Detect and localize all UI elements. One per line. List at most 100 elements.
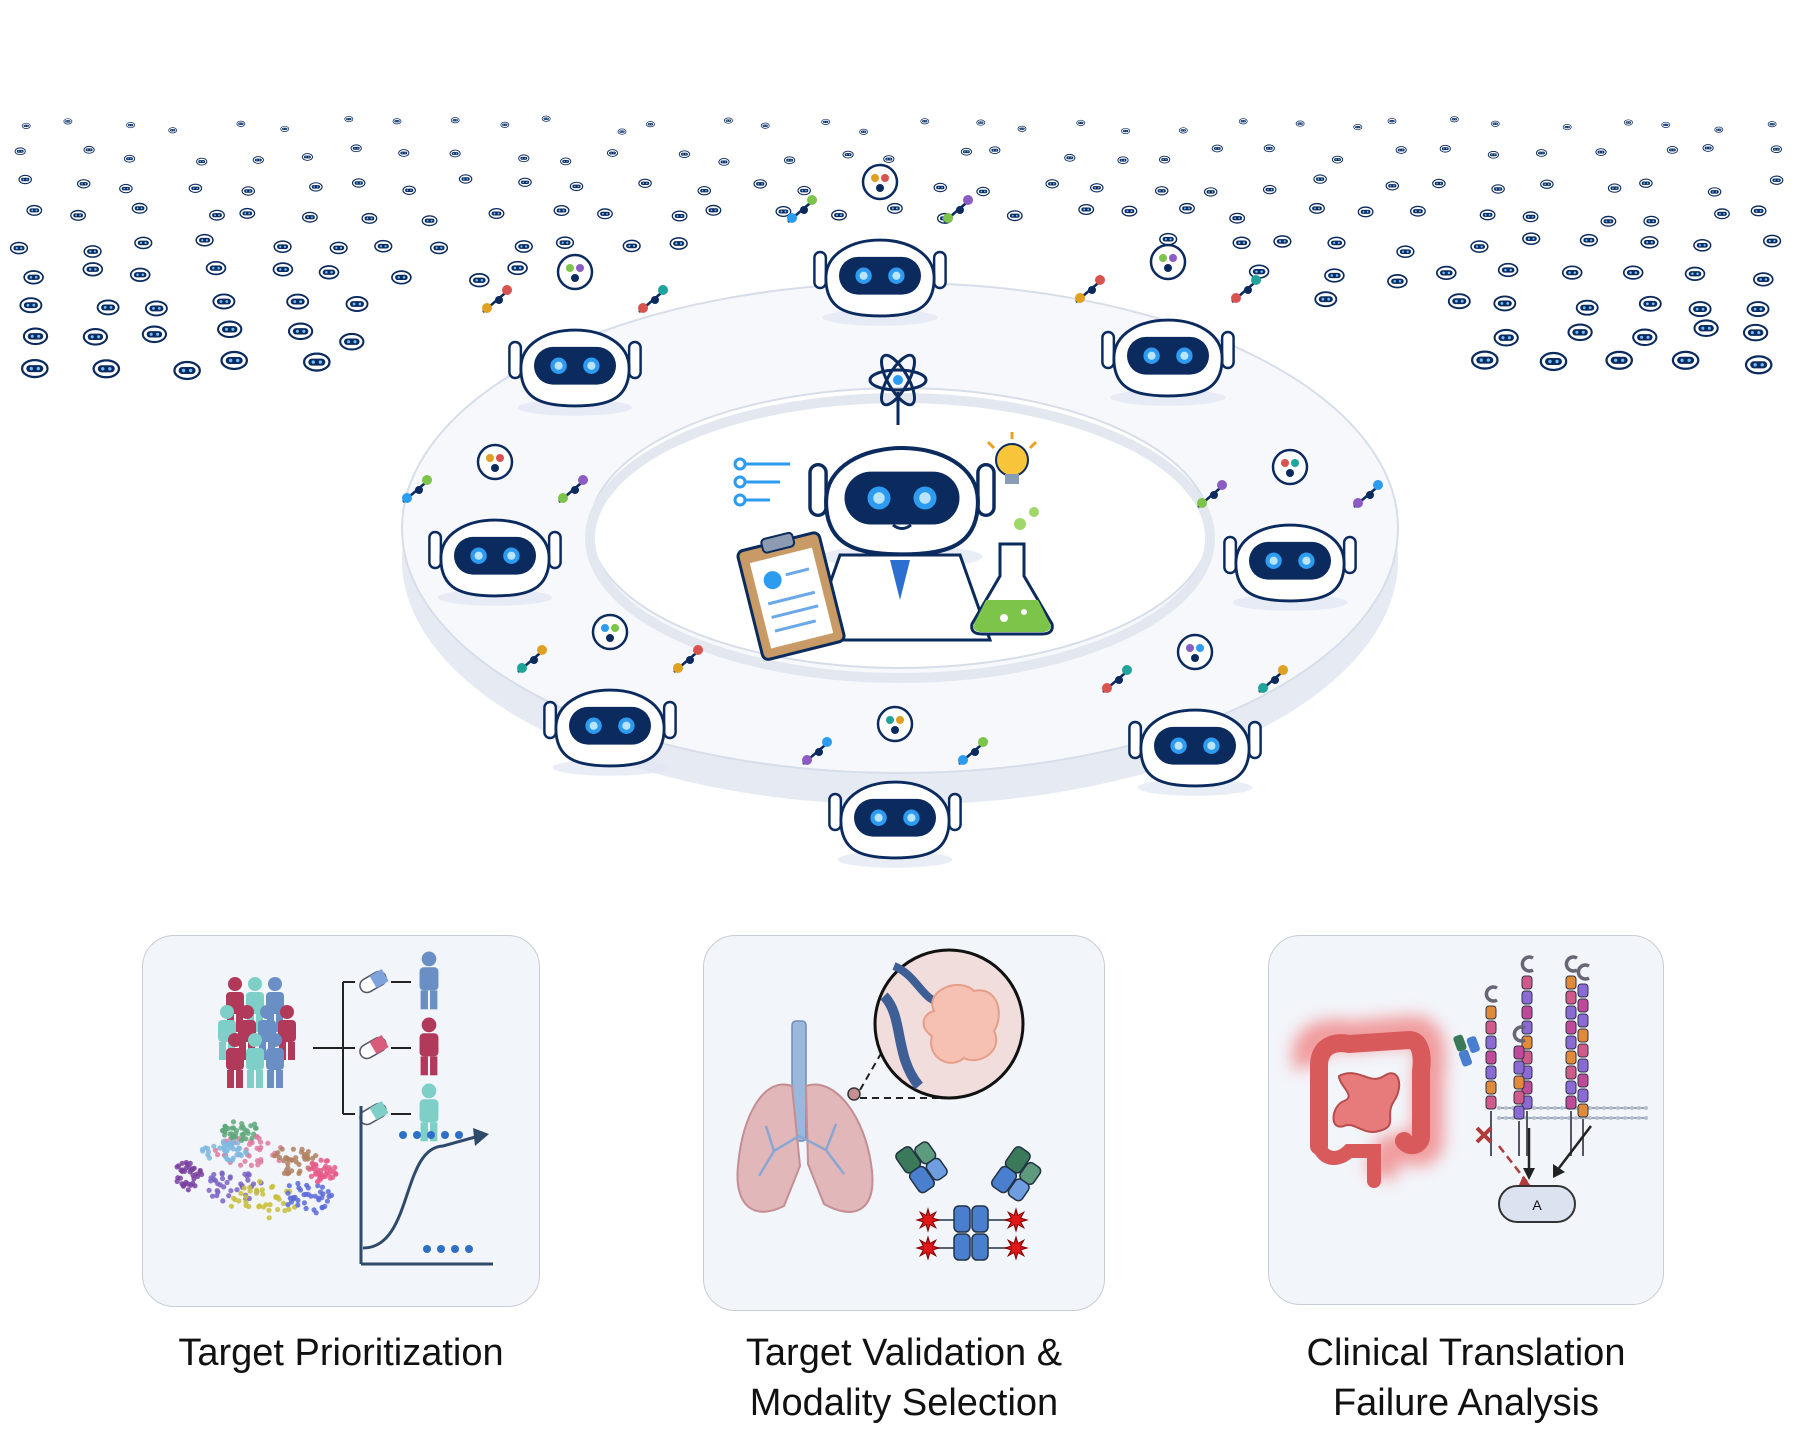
mini-agent-icon — [1159, 155, 1171, 164]
document-search-icon — [1102, 665, 1132, 693]
bar-chart-icon — [402, 475, 432, 503]
panel-target-validation — [703, 935, 1105, 1311]
omics-agent — [1197, 448, 1383, 613]
mini-agent-icon — [374, 239, 393, 253]
mini-agent-icon — [1770, 145, 1782, 154]
mini-agent-icon — [18, 174, 32, 185]
dna-icon — [1197, 480, 1227, 508]
mini-agent-icon — [63, 118, 73, 125]
stratification-arrows — [313, 981, 411, 1115]
mini-agent-icon — [20, 359, 49, 379]
mini-agent-icon — [597, 208, 613, 220]
mini-agent-icon — [458, 174, 473, 184]
mini-agent-icon — [920, 118, 930, 125]
caption-target-prioritization: Target Prioritization — [92, 1328, 590, 1378]
mini-agent-icon — [1353, 124, 1363, 131]
mini-agent-icon — [1671, 350, 1700, 370]
mini-agent-icon — [1742, 323, 1769, 342]
mini-agent-icon — [22, 327, 49, 346]
antibody-drug-conjugate-icon — [895, 1141, 1042, 1261]
target-validation-illustration — [736, 948, 1042, 1261]
mini-agent-icon — [173, 360, 201, 381]
mini-agent-icon — [1522, 211, 1539, 223]
mini-agent-icon — [196, 157, 208, 166]
mini-agent-icon — [1638, 295, 1662, 312]
mini-agent-icon — [1387, 118, 1397, 125]
sequence-icon — [556, 253, 594, 291]
mini-agent-icon — [976, 119, 986, 126]
mini-agent-icon — [239, 207, 256, 219]
mini-agent-icon — [421, 215, 438, 227]
mini-agent-icon — [402, 185, 416, 195]
book-icon — [476, 443, 514, 481]
mini-agent-icon — [541, 115, 551, 122]
mini-agent-icon — [391, 270, 412, 285]
mini-agent-icon — [1666, 146, 1678, 154]
mini-agent-icon — [272, 262, 294, 277]
mini-agent-icon — [1623, 119, 1633, 126]
mini-agent-icon — [1639, 178, 1653, 188]
mini-agent-icon — [188, 183, 203, 193]
target-node-label: A — [1532, 1197, 1542, 1213]
cell-cluster-scatter — [174, 1119, 339, 1221]
mini-agent-icon — [1006, 210, 1023, 222]
mini-agent-icon — [339, 332, 365, 351]
mini-agent-icon — [82, 262, 104, 277]
mini-agent-icon — [1470, 240, 1489, 253]
molecule-icon — [1149, 243, 1187, 281]
mini-agent-icon — [1714, 126, 1724, 133]
mini-agent-icon — [83, 245, 102, 258]
mini-agent-icon — [669, 237, 688, 250]
mini-agent-icon — [119, 183, 133, 194]
mini-agent-icon — [1121, 205, 1138, 217]
mini-agent-icon — [76, 179, 91, 189]
mini-agent-icon — [1491, 184, 1505, 194]
pill-icon — [359, 968, 389, 1126]
mini-agent-icon — [1178, 127, 1188, 134]
cell-network-icon — [517, 645, 547, 673]
pill-icon — [876, 705, 914, 743]
network-icon — [733, 457, 790, 507]
caption-clinical-translation: Clinical Translation Failure Analysis — [1216, 1328, 1716, 1428]
mini-agent-icon — [350, 144, 362, 153]
mini-agent-icon — [1439, 144, 1451, 153]
fda-shield-icon — [1176, 633, 1214, 671]
mini-agent-icon — [1595, 148, 1607, 156]
mini-agent-icon — [92, 359, 121, 379]
tissue-zoom-icon — [873, 948, 1025, 1100]
single-cell-agent — [517, 613, 703, 778]
mini-agent-icon — [1479, 209, 1496, 221]
cluster-icon — [1353, 480, 1383, 508]
mini-agent-icon — [1579, 233, 1599, 247]
mini-agent-icon — [1179, 202, 1195, 214]
line-chart-icon — [958, 737, 988, 765]
mini-agent-icon — [553, 204, 570, 217]
mini-agent-icon — [560, 157, 572, 166]
mini-agent-icon — [1561, 265, 1583, 280]
mini-agent-icon — [784, 156, 796, 165]
dose-response-curve — [359, 1106, 493, 1266]
mini-agent-icon — [760, 122, 770, 129]
mini-agent-icon — [1600, 215, 1617, 227]
mini-agent-icon — [1707, 187, 1722, 197]
mini-agent-icon — [514, 240, 533, 253]
mini-agent-icon — [1490, 120, 1500, 127]
mini-agent-icon — [329, 241, 348, 255]
microscope-icon — [638, 285, 668, 313]
scatter-icon — [673, 645, 703, 673]
mini-agent-icon — [1684, 266, 1706, 281]
mini-agent-icon — [217, 320, 243, 339]
mini-agent-icon — [753, 179, 767, 189]
mini-agent-icon — [1693, 319, 1719, 337]
mini-agent-icon — [617, 128, 627, 135]
mini-agent-icon — [209, 209, 225, 221]
regulatory-agent — [1102, 633, 1288, 798]
mini-agent-icon — [883, 155, 895, 163]
mini-agent-icon — [301, 211, 318, 223]
central-scientist-agent — [733, 353, 1054, 661]
mini-agent-icon — [1309, 202, 1325, 214]
mini-agent-icon — [134, 236, 153, 250]
mini-agent-icon — [398, 149, 410, 157]
mini-agent-icon — [469, 273, 490, 288]
patient-population-icon — [218, 977, 296, 1088]
